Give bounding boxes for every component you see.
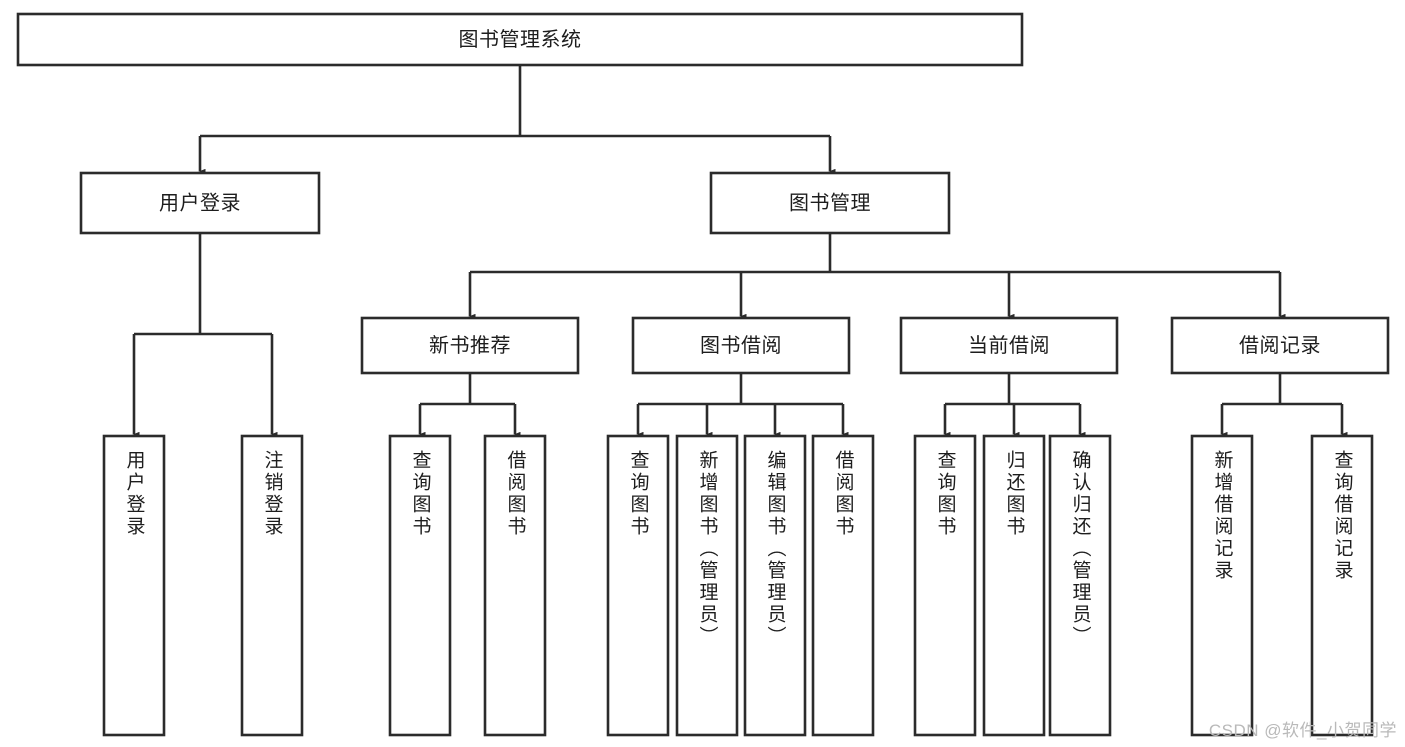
node-leaf-return-book[interactable] bbox=[982, 434, 1046, 737]
node-book-management[interactable] bbox=[709, 171, 951, 235]
node-user-login-label: 用户登录 bbox=[159, 191, 241, 214]
node-book-management-label: 图书管理 bbox=[789, 191, 871, 214]
node-leaf-edit-book[interactable] bbox=[743, 434, 807, 737]
node-leaf-user-login[interactable] bbox=[102, 434, 166, 737]
node-borrow-record[interactable] bbox=[1170, 316, 1390, 375]
node-user-login[interactable] bbox=[79, 171, 321, 235]
csdn-watermark: CSDN @软件_小贺同学 bbox=[1208, 721, 1397, 740]
node-leaf-logout-login[interactable] bbox=[240, 434, 304, 737]
node-leaf-query-book-1[interactable] bbox=[388, 434, 452, 737]
node-current-borrow[interactable] bbox=[899, 316, 1119, 375]
node-leaf-borrow-book-1[interactable] bbox=[483, 434, 547, 737]
node-root-label: 图书管理系统 bbox=[459, 28, 582, 51]
node-leaf-query-record[interactable] bbox=[1310, 434, 1374, 737]
node-book-borrow-label: 图书借阅 bbox=[700, 334, 782, 357]
node-new-book-recommend-label: 新书推荐 bbox=[429, 334, 511, 357]
node-leaf-confirm-return[interactable] bbox=[1048, 434, 1112, 737]
node-leaf-add-record[interactable] bbox=[1190, 434, 1254, 737]
node-current-borrow-label: 当前借阅 bbox=[968, 334, 1050, 357]
connector-layer bbox=[128, 65, 1348, 441]
node-book-borrow[interactable] bbox=[631, 316, 851, 375]
node-leaf-borrow-book-2[interactable] bbox=[811, 434, 875, 737]
node-leaf-add-book[interactable] bbox=[675, 434, 739, 737]
node-leaf-query-book-3[interactable] bbox=[913, 434, 977, 737]
node-root[interactable] bbox=[16, 12, 1024, 67]
node-borrow-record-label: 借阅记录 bbox=[1239, 334, 1321, 357]
node-new-book-recommend[interactable] bbox=[360, 316, 580, 375]
node-leaf-query-book-2[interactable] bbox=[606, 434, 670, 737]
